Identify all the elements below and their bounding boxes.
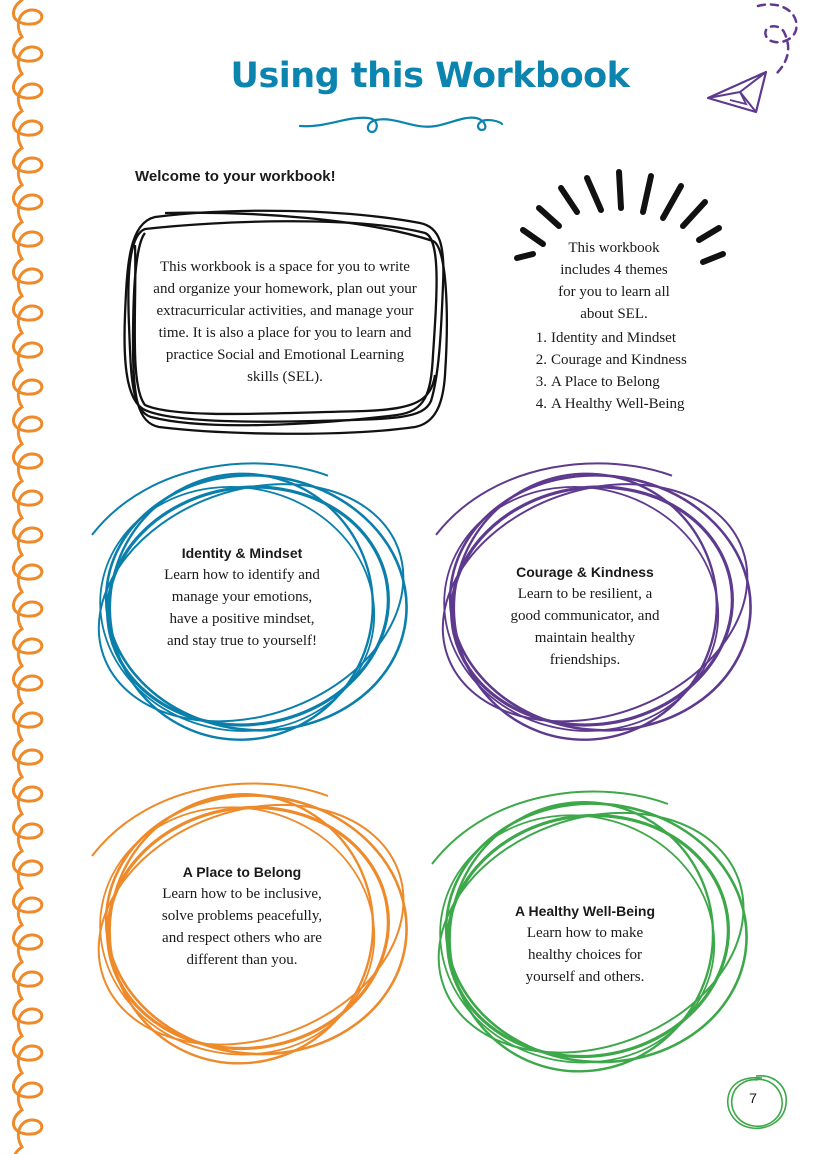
theme-description: Learn how to make healthy choices for yo… <box>525 925 645 985</box>
theme-title: Identity & Mindset <box>181 545 303 561</box>
list-item: 3.A Place to Belong <box>535 374 660 390</box>
theme-title: Courage & Kindness <box>516 564 654 580</box>
page-title: Using this Workbook <box>230 56 630 96</box>
courage-scribble-circle <box>435 462 752 741</box>
theme-description: Learn how to be inclusive, solve problem… <box>161 886 323 968</box>
theme-description: Learn how to identify and manage your em… <box>164 567 320 649</box>
themes-list: 1.Identity and Mindset 2.Courage and Kin… <box>530 327 687 415</box>
theme-wellbeing: A Healthy Well-Being Learn how to make h… <box>505 900 665 988</box>
belong-scribble-circle <box>91 782 408 1065</box>
spiral-binding <box>12 0 44 1154</box>
list-item: 1.Identity and Mindset <box>535 330 676 346</box>
theme-belong: A Place to Belong Learn how to be inclus… <box>160 861 324 971</box>
theme-description: Learn to be resilient, a good communicat… <box>510 586 660 668</box>
page-number: 7 <box>749 1090 757 1106</box>
theme-title: A Healthy Well-Being <box>514 903 656 919</box>
welcome-heading: Welcome to your workbook! <box>135 168 336 185</box>
theme-identity: Identity & Mindset Learn how to identify… <box>160 542 324 652</box>
themes-intro-text: This workbook includes 4 themes for you … <box>558 240 670 322</box>
theme-title: A Place to Belong <box>182 864 302 880</box>
wellbeing-scribble-circle <box>431 790 748 1073</box>
paper-plane-icon <box>706 3 798 114</box>
sunburst-icon <box>514 169 726 265</box>
intro-frame <box>123 209 448 435</box>
list-item: 4.A Healthy Well-Being <box>535 396 685 412</box>
swirl-divider-icon <box>298 116 504 134</box>
identity-scribble-circle <box>91 462 408 741</box>
page-number-circle <box>727 1075 787 1130</box>
intro-text: This workbook is a space for you to writ… <box>153 259 417 385</box>
theme-courage: Courage & Kindness Learn to be resilient… <box>505 561 665 671</box>
list-item: 2.Courage and Kindness <box>535 352 687 368</box>
